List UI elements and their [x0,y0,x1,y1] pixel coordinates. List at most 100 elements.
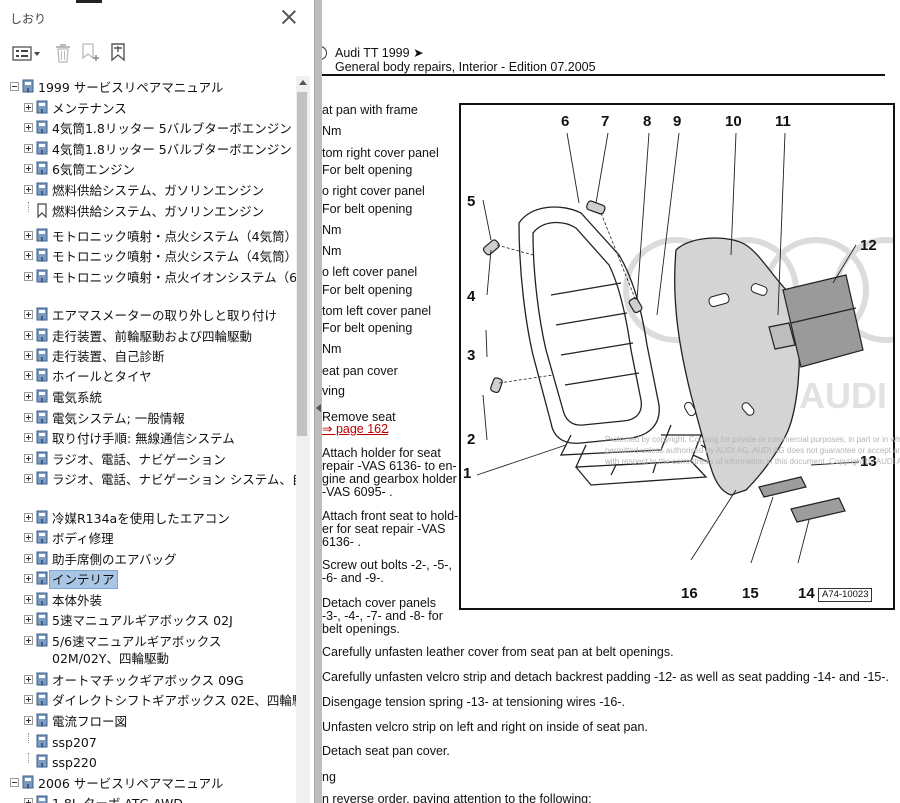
trash-icon[interactable] [54,41,72,65]
collapse-arrow-icon[interactable] [316,404,321,412]
bookmark-item[interactable]: ssp207 [0,733,296,753]
expand-toggle-icon[interactable] [24,103,33,112]
page-link[interactable]: ⇒ page 162 [322,422,389,436]
expand-toggle-icon[interactable] [24,231,33,240]
expand-toggle-icon[interactable] [24,185,33,194]
expand-toggle-icon[interactable] [24,798,33,803]
bookmark-item[interactable]: 燃料供給システム、ガソリンエンジン [0,181,296,201]
list-options-icon[interactable] [12,41,42,65]
panel-splitter[interactable] [314,0,322,803]
expand-toggle-icon[interactable] [24,695,33,704]
component-text: Attach front seat to hold- er for seat r… [322,509,459,549]
collapse-toggle-icon[interactable] [10,82,19,91]
expand-toggle-icon[interactable] [24,144,33,153]
expand-toggle-icon[interactable] [24,513,33,522]
bookmark-item[interactable]: 2006 サービスリペアマニュアル [0,774,296,794]
scrollbar-thumb[interactable] [297,92,307,436]
expand-toggle-icon[interactable] [24,636,33,645]
add-bookmark-icon[interactable] [80,41,100,65]
bookmark-item[interactable]: 本体外装 [0,591,296,611]
callout-number: 2 [467,431,476,448]
bookmark-item[interactable]: ラジオ、電話、ナビゲーション [0,450,296,470]
expand-toggle-icon[interactable] [24,454,33,463]
bookmark-item[interactable]: ssp220 [0,753,296,773]
expand-bookmark-icon[interactable] [107,41,129,65]
bookmark-item[interactable]: モトロニック噴射・点火イオンシステム（6気筒） [0,268,296,288]
component-text: Remove seat [322,410,396,424]
bookmark-item[interactable]: 走行装置、前輪駆動および四輪駆動 [0,327,296,347]
expand-toggle-icon[interactable] [24,533,33,542]
expand-toggle-icon[interactable] [24,413,33,422]
scrollbar[interactable] [296,76,310,803]
bookmark-item[interactable]: メンテナンス [0,99,296,119]
expand-toggle-icon[interactable] [24,351,33,360]
expand-toggle-icon[interactable] [24,371,33,380]
bookmark-icon [35,754,49,769]
bookmark-item[interactable]: インテリア [0,570,296,590]
bookmark-item[interactable]: モトロニック噴射・点火システム（4気筒） [0,227,296,247]
component-text: Nm [322,342,342,356]
bookmark-icon [35,451,49,466]
bookmark-item[interactable]: ホイールとタイヤ [0,367,296,387]
expand-toggle-icon[interactable] [24,574,33,583]
procedure-step: n reverse order, paying attention to the… [322,792,592,803]
bookmark-item[interactable]: 電気システム; 一般情報 [0,409,296,429]
bookmark-item[interactable]: 5/6速マニュアルギアボックス02M/02Y、四輪駆動 [0,632,296,670]
callout-number: 11 [775,113,791,130]
bookmark-label: 冷媒R134aを使用したエアコン [52,511,230,526]
bookmark-item[interactable]: エアマスメーターの取り外しと取り付け [0,306,296,326]
expand-toggle-icon[interactable] [24,251,33,260]
bookmark-item[interactable]: ボディ修理 [0,529,296,549]
bookmark-label: モトロニック噴射・点火イオンシステム（6気筒） [52,270,296,285]
bookmark-label: ラジオ、電話、ナビゲーション システム、自己診断 [52,472,296,487]
bookmark-item[interactable]: 助手席側のエアバッグ [0,550,296,570]
bookmark-item[interactable]: 4気筒1.8リッター 5バルブターボエンジン [0,140,296,160]
bookmark-item[interactable]: ダイレクトシフトギアボックス 02E、四輪駆動 [0,691,296,711]
bookmark-item[interactable]: 6気筒エンジン [0,160,296,180]
expand-toggle-icon[interactable] [24,675,33,684]
expand-toggle-icon[interactable] [24,164,33,173]
bookmark-icon [35,100,49,115]
bookmark-label: インテリア [49,570,118,589]
bookmark-item[interactable]: 4気筒1.8リッター 5バルブターボエンジン [0,119,296,139]
scroll-up-icon[interactable] [299,80,307,85]
bookmark-item[interactable]: 燃料供給システム、ガソリンエンジン [0,202,296,222]
callout-number: 4 [467,288,476,305]
expand-toggle-icon[interactable] [24,310,33,319]
bookmark-item[interactable]: 取り付け手順: 無線通信システム [0,429,296,449]
bookmark-label: 1999 サービスリペアマニュアル [38,80,224,95]
callout-number: 13 [860,453,877,470]
bookmark-item[interactable]: ラジオ、電話、ナビゲーション システム、自己診断 [0,470,296,490]
bookmark-label: 6気筒エンジン [52,162,135,177]
expand-toggle-icon[interactable] [24,392,33,401]
expand-toggle-icon[interactable] [24,123,33,132]
close-icon[interactable] [280,8,298,26]
expand-toggle-icon[interactable] [24,474,33,483]
bookmark-item[interactable]: 5速マニュアルギアボックス 02J [0,611,296,631]
expand-toggle-icon[interactable] [24,615,33,624]
bookmark-item[interactable]: 冷媒R134aを使用したエアコン [0,509,296,529]
expand-toggle-icon[interactable] [24,716,33,725]
bookmark-icon [35,471,49,486]
callout-number: 5 [467,193,476,210]
bookmark-item[interactable]: オートマチックギアボックス 09G [0,671,296,691]
bookmark-icon [35,228,49,243]
bookmark-item[interactable]: 1.8L ターボ ATG AWD [0,794,296,803]
bookmark-item[interactable]: 1999 サービスリペアマニュアル [0,78,296,98]
expand-toggle-icon[interactable] [24,554,33,563]
bookmark-item[interactable]: モトロニック噴射・点火システム（4気筒） [0,247,296,267]
bookmark-icon [35,612,49,627]
collapse-toggle-icon[interactable] [10,778,19,787]
expand-toggle-icon[interactable] [24,272,33,281]
bookmark-item[interactable]: 電流フロー図 [0,712,296,732]
procedure-step: Unfasten velcro strip on left and right … [322,720,648,734]
expand-toggle-icon[interactable] [24,433,33,442]
bookmarks-toolbar [0,38,314,68]
bookmark-item[interactable]: 走行装置、自己診断 [0,347,296,367]
bookmark-item[interactable]: 電気系統 [0,388,296,408]
component-text: For belt opening [322,163,413,177]
bookmark-icon [35,571,49,586]
seat-illustration [476,132,893,564]
expand-toggle-icon[interactable] [24,331,33,340]
expand-toggle-icon[interactable] [24,595,33,604]
